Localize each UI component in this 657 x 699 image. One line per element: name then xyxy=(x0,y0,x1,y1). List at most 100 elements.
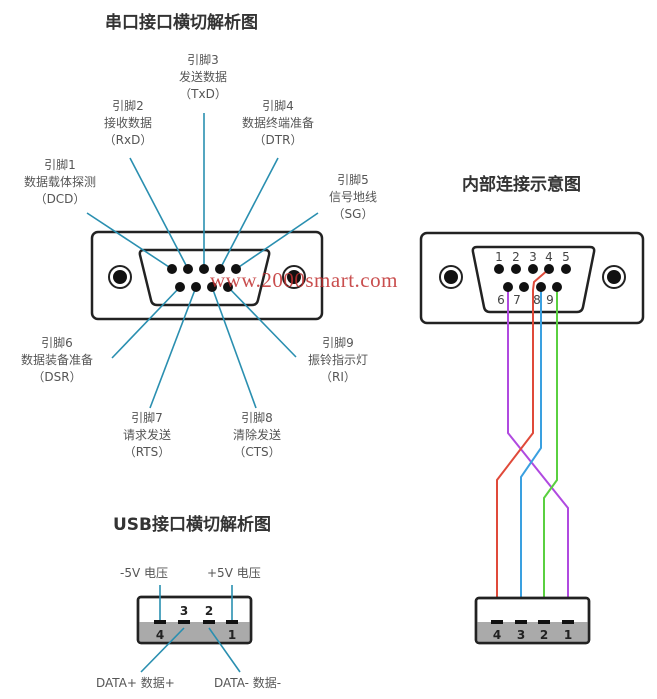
pin3-label: 引脚3 发送数据 （TxD） xyxy=(163,52,243,103)
pin5-number: 引脚5 xyxy=(337,173,369,187)
db9-inner-trapezoid xyxy=(138,248,271,307)
pin1-label: 引脚1 数据载体探测 （DCD） xyxy=(15,157,105,208)
internal-usb-connector xyxy=(474,596,591,645)
pin1-number: 引脚1 xyxy=(44,158,76,172)
internal-pin-number-5: 5 xyxy=(562,250,570,264)
internal-title: 内部连接示意图 xyxy=(462,175,581,195)
usb-pin-3 xyxy=(178,620,190,624)
pin4-code: （DTR） xyxy=(253,133,303,147)
pin4-label: 引脚4 数据终端准备 （DTR） xyxy=(228,98,328,149)
internal-usb-pin-number-4: 4 xyxy=(493,628,501,642)
pin7-code: （RTS） xyxy=(123,445,171,459)
pin6-code: （DSR） xyxy=(32,370,82,384)
internal-db9-left-screw xyxy=(439,265,463,289)
pin5-name: 信号地线 xyxy=(328,190,377,204)
pin5-code: （SG） xyxy=(332,207,374,221)
pin9-name: 振铃指示灯 xyxy=(307,353,368,367)
usb-data-plus-label: DATA+ 数据+ xyxy=(96,676,175,690)
pin2-number: 引脚2 xyxy=(112,99,144,113)
watermark: www.2000smart.com xyxy=(210,268,398,292)
serial-pin-5 xyxy=(231,264,241,274)
serial-pin-1 xyxy=(167,264,177,274)
pin9-number: 引脚9 xyxy=(322,336,354,350)
wire-db9-6-to-usb-1 xyxy=(507,290,569,620)
internal-pin-number-1: 1 xyxy=(495,250,503,264)
pin3-code: （TxD） xyxy=(179,87,227,101)
usb-pin-number-1: 1 xyxy=(228,628,236,642)
usb-pins: 3 2 4 1 xyxy=(154,604,238,642)
internal-pin-number-9: 9 xyxy=(546,293,554,307)
pin3-name: 发送数据 xyxy=(178,70,227,84)
internal-pin-7 xyxy=(519,282,529,292)
usb-base xyxy=(139,622,250,642)
usb-connector xyxy=(136,595,253,645)
internal-wires xyxy=(496,268,569,620)
wire-db9-8-to-usb-3 xyxy=(520,290,542,620)
internal-pin-number-3: 3 xyxy=(529,250,537,264)
serial-pin-6 xyxy=(175,282,185,292)
internal-pin-9 xyxy=(552,282,562,292)
usb-plus5v-label: +5V 电压 xyxy=(207,566,261,580)
serial-title: 串口接口横切解析图 xyxy=(105,13,258,33)
pin8-code: （CTS） xyxy=(233,445,281,459)
pin8-label: 引脚8 清除发送 （CTS） xyxy=(222,410,292,461)
pin6-number: 引脚6 xyxy=(41,336,73,350)
internal-db9-inner-trapezoid xyxy=(471,245,596,314)
usb-pin-4 xyxy=(154,620,166,624)
pin2-leader-line xyxy=(129,157,189,270)
pin2-label: 引脚2 接收数据 （RxD） xyxy=(88,98,168,149)
internal-pin-number-4: 4 xyxy=(545,250,553,264)
internal-pin-8 xyxy=(536,282,546,292)
internal-pin-1 xyxy=(494,264,504,274)
internal-usb-pin-3 xyxy=(515,620,527,624)
serial-pin-7 xyxy=(191,282,201,292)
usb-leader-lines xyxy=(140,585,241,673)
pin7-label: 引脚7 请求发送 （RTS） xyxy=(112,410,182,461)
db9-left-screw xyxy=(108,265,132,289)
usb-pin-2 xyxy=(203,620,215,624)
pin4-leader-line xyxy=(219,157,279,270)
internal-db9-right-screw xyxy=(602,265,626,289)
pin9-code: （RI） xyxy=(320,370,356,384)
wire-db9-4-to-usb-4 xyxy=(496,268,550,620)
internal-usb-pin-2 xyxy=(538,620,550,624)
internal-pin-4 xyxy=(544,264,554,274)
db9-right-screw xyxy=(282,265,306,289)
internal-db9-connector xyxy=(419,231,645,325)
pin1-code: （DCD） xyxy=(34,192,86,206)
pin8-name: 清除发送 xyxy=(232,428,281,442)
pin3-number: 引脚3 xyxy=(187,53,219,67)
internal-usb-base xyxy=(477,622,588,642)
pin1-leader-line xyxy=(86,212,173,270)
pin9-leader-line xyxy=(227,286,297,358)
usb-pin-number-2: 2 xyxy=(205,604,213,618)
serial-pin-4 xyxy=(215,264,225,274)
pin8-leader-line xyxy=(211,286,257,409)
internal-usb-pin-number-3: 3 xyxy=(517,628,525,642)
usb-data-minus-label: DATA- 数据- xyxy=(214,676,282,690)
internal-usb-pin-number-1: 1 xyxy=(564,628,572,642)
internal-usb-pin-number-2: 2 xyxy=(540,628,548,642)
pin2-name: 接收数据 xyxy=(103,116,152,130)
internal-pin-5 xyxy=(561,264,571,274)
pin5-leader-line xyxy=(235,212,319,270)
pin8-number: 引脚8 xyxy=(241,411,273,425)
usb-pin-number-4: 4 xyxy=(156,628,164,642)
serial-pins xyxy=(167,264,241,292)
serial-pin-leader-lines xyxy=(86,113,319,409)
internal-pin-3 xyxy=(528,264,538,274)
pin6-label: 引脚6 数据装备准备 （DSR） xyxy=(12,335,102,386)
serial-pin-9 xyxy=(223,282,233,292)
internal-pin-number-7: 7 xyxy=(513,293,521,307)
serial-pin-2 xyxy=(183,264,193,274)
internal-usb-pins: 4 3 2 1 xyxy=(491,620,574,642)
usb-pin-number-3: 3 xyxy=(180,604,188,618)
pin5-label: 引脚5 信号地线 （SG） xyxy=(318,172,388,223)
usb-data-plus-leader xyxy=(140,627,185,673)
wire-db9-9-to-usb-2 xyxy=(543,290,558,620)
internal-pin-2 xyxy=(511,264,521,274)
internal-usb-pin-1 xyxy=(562,620,574,624)
pin6-leader-line xyxy=(111,286,181,359)
